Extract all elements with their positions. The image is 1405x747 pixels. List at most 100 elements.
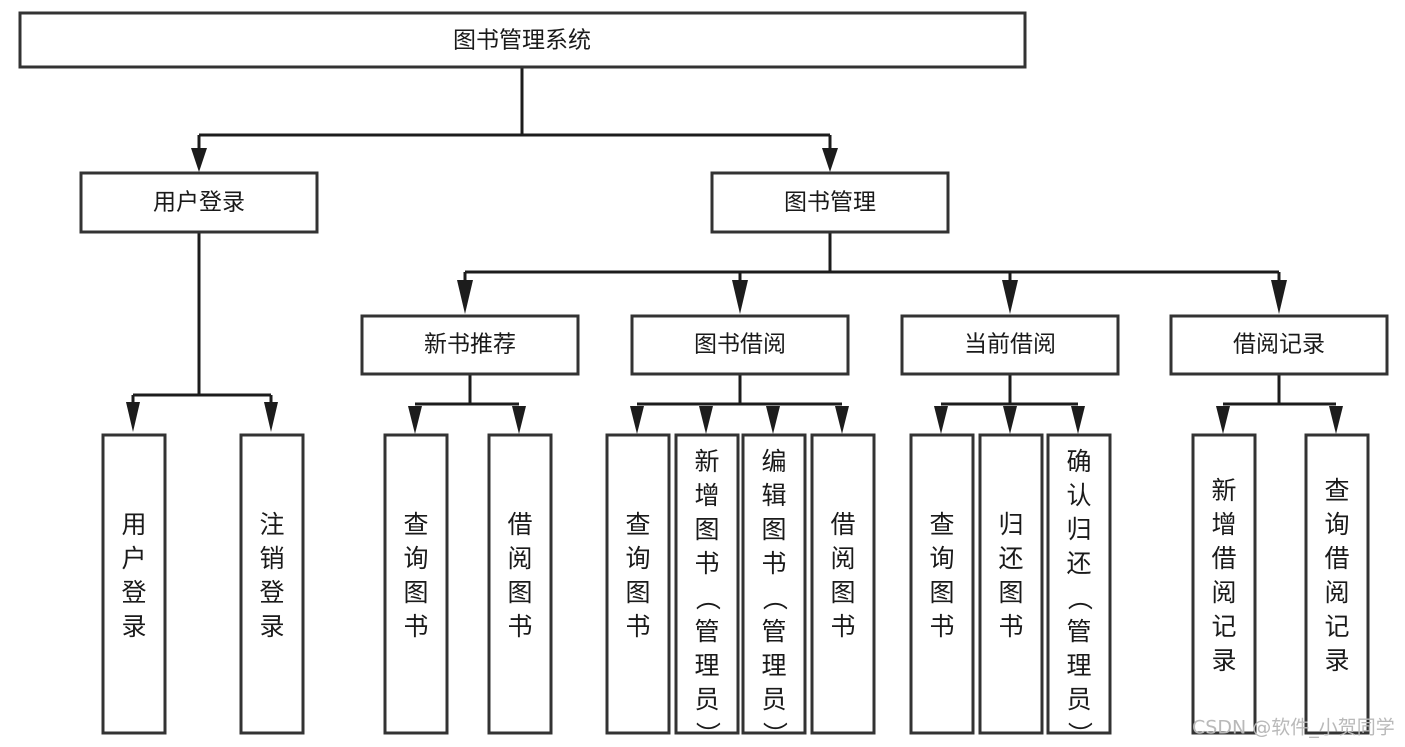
arrow-leaf-add-book [699, 406, 713, 434]
node-root[interactable]: 图书管理系统 [18, 11, 1027, 69]
vertical-char: 录 [1211, 646, 1236, 675]
vertical-char: 书 [929, 612, 954, 641]
vertical-char: 书 [403, 612, 428, 641]
node-borrow-record-label: 借阅记录 [1233, 332, 1325, 358]
node-user-login[interactable]: 用户登录 [79, 171, 319, 234]
vertical-char: 借 [507, 510, 532, 539]
vertical-char: 增 [694, 481, 719, 510]
node-leaf-borrow-book-2-box [810, 433, 876, 735]
arrow-leaf-edit-book [766, 406, 780, 434]
arrow-leaf-query-book-1 [408, 406, 422, 434]
node-leaf-query-book-3-box [909, 433, 975, 735]
vertical-char: 阅 [1324, 578, 1349, 607]
vertical-char: 询 [1324, 510, 1349, 539]
node-borrow-record[interactable]: 借阅记录 [1169, 314, 1389, 376]
vertical-char: 借 [1324, 544, 1349, 573]
vertical-char: ） [1065, 721, 1094, 746]
node-leaf-user-login[interactable]: 用户登录 [101, 433, 167, 735]
vertical-char: 借 [830, 510, 855, 539]
arrow-leaf-add-record [1216, 406, 1230, 434]
vertical-char: 图 [507, 578, 532, 607]
vertical-char: 录 [1324, 646, 1349, 675]
arrow-borrow-record [1271, 280, 1287, 314]
vertical-char: 查 [1324, 476, 1349, 505]
arrow-leaf-query-book-3 [934, 406, 948, 434]
arrow-book-manage [822, 148, 838, 172]
vertical-char: 新 [694, 447, 719, 476]
vertical-char: 员 [1066, 685, 1091, 714]
vertical-char: 书 [694, 549, 719, 578]
vertical-char: 图 [830, 578, 855, 607]
csdn-watermark: CSDN @软件_小贺同学 [1192, 717, 1395, 739]
vertical-char: 管 [761, 617, 786, 646]
vertical-char: 管 [1066, 617, 1091, 646]
node-user-login-box [79, 171, 319, 234]
node-leaf-add-book-box [674, 433, 740, 735]
node-new-book-recommend[interactable]: 新书推荐 [360, 314, 580, 376]
node-book-manage-box [710, 171, 950, 234]
node-book-borrow-box [630, 314, 850, 376]
vertical-char: 员 [761, 685, 786, 714]
vertical-char: 管 [694, 617, 719, 646]
vertical-char: ） [693, 721, 722, 746]
node-leaf-query-book-1-box [383, 433, 449, 735]
vertical-char: 询 [625, 544, 650, 573]
arrow-leaf-query-book-2 [630, 406, 644, 434]
vertical-char: 图 [929, 578, 954, 607]
vertical-char: 户 [121, 544, 146, 573]
vertical-char: 登 [121, 578, 146, 607]
node-leaf-query-book-2-box [605, 433, 671, 735]
vertical-char: 新 [1211, 476, 1236, 505]
node-leaf-user-login-label: 用户登录 [121, 510, 146, 641]
vertical-char: 阅 [830, 544, 855, 573]
node-leaf-borrow-book-1-box [487, 433, 553, 735]
node-leaf-add-record-box [1191, 433, 1257, 735]
vertical-char: 书 [998, 612, 1023, 641]
arrow-new-book-recommend [457, 280, 473, 314]
vertical-char: 图 [694, 515, 719, 544]
vertical-char: 借 [1211, 544, 1236, 573]
vertical-char: 认 [1066, 481, 1091, 510]
vertical-char: 归 [998, 510, 1023, 539]
vertical-char: 理 [1066, 651, 1091, 680]
node-leaf-return-book-box [978, 433, 1044, 735]
vertical-char: 还 [998, 544, 1023, 573]
vertical-char: 书 [507, 612, 532, 641]
vertical-char: 书 [761, 549, 786, 578]
node-book-borrow[interactable]: 图书借阅 [630, 314, 850, 376]
node-current-borrow[interactable]: 当前借阅 [900, 314, 1120, 376]
vertical-char: 询 [929, 544, 954, 573]
vertical-char: 书 [830, 612, 855, 641]
vertical-char: 查 [929, 510, 954, 539]
vertical-char: 确 [1066, 447, 1091, 476]
vertical-char: 阅 [507, 544, 532, 573]
node-book-manage[interactable]: 图书管理 [710, 171, 950, 234]
node-root-box [18, 11, 1027, 69]
arrow-leaf-confirm-return [1071, 406, 1085, 434]
vertical-char: 归 [1066, 515, 1091, 544]
vertical-char: 图 [403, 578, 428, 607]
vertical-char: 还 [1066, 549, 1091, 578]
arrow-user-login [191, 148, 207, 172]
vertical-char: 注 [259, 510, 284, 539]
